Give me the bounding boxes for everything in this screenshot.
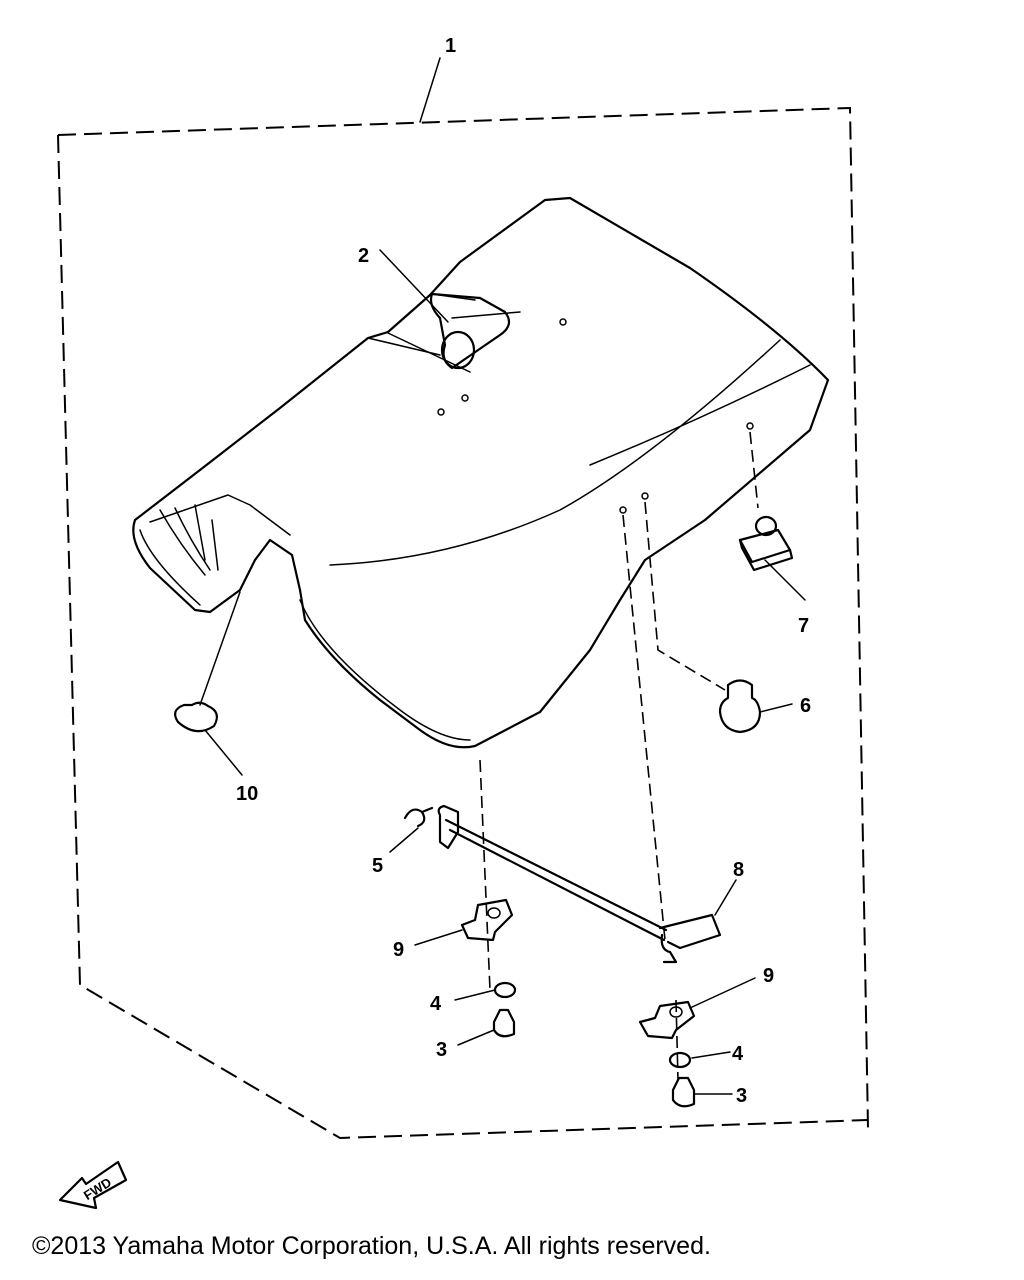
assembly-boundary [57, 106, 869, 1140]
bracket-left [414, 898, 514, 946]
leader-9-right [689, 977, 756, 1009]
callout-10: 10 [236, 783, 258, 805]
callout-9-right: 9 [763, 965, 774, 987]
damper-part [718, 679, 793, 734]
callout-3-right: 3 [736, 1085, 747, 1107]
callout-2: 2 [358, 245, 369, 267]
fasteners-right [668, 1051, 733, 1108]
leader-4-right [691, 1051, 731, 1059]
fasteners-left [454, 981, 517, 1046]
leader-10-up [199, 591, 241, 706]
mounting-holes [437, 318, 754, 514]
callout-numbers: 1 2 3 3 4 4 5 6 7 8 9 9 10 [236, 35, 811, 1107]
clip-part [389, 806, 434, 853]
leader-6 [759, 703, 793, 713]
callout-4-right: 4 [732, 1043, 744, 1065]
nut-part [738, 515, 806, 601]
callout-5: 5 [372, 855, 383, 877]
leader-4-left [454, 989, 496, 1001]
leader-2 [379, 249, 449, 323]
fwd-arrow-icon: FWD [58, 1160, 128, 1210]
leader-1 [419, 57, 441, 123]
leader-8 [714, 879, 737, 916]
callout-9-left: 9 [393, 939, 404, 961]
lock-pin [379, 249, 511, 370]
callout-7: 7 [798, 615, 809, 637]
cap-part [174, 591, 243, 776]
seat-body [132, 196, 830, 749]
leader-3-left [457, 1029, 495, 1046]
fwd-label: FWD [81, 1175, 114, 1203]
callout-6: 6 [800, 695, 811, 717]
callout-8: 8 [733, 859, 744, 881]
copyright-notice: ©2013 Yamaha Motor Corporation, U.S.A. A… [32, 1232, 711, 1260]
leader-7 [764, 559, 806, 601]
leader-5 [389, 827, 419, 853]
callout-3-left: 3 [436, 1039, 447, 1061]
callout-1: 1 [445, 35, 456, 57]
hidden-lines [479, 431, 759, 1081]
bracket-right [638, 977, 756, 1040]
callout-4-left: 4 [430, 993, 442, 1015]
rod-part [437, 804, 737, 964]
leader-10 [204, 729, 243, 776]
leader-9-left [414, 929, 463, 946]
